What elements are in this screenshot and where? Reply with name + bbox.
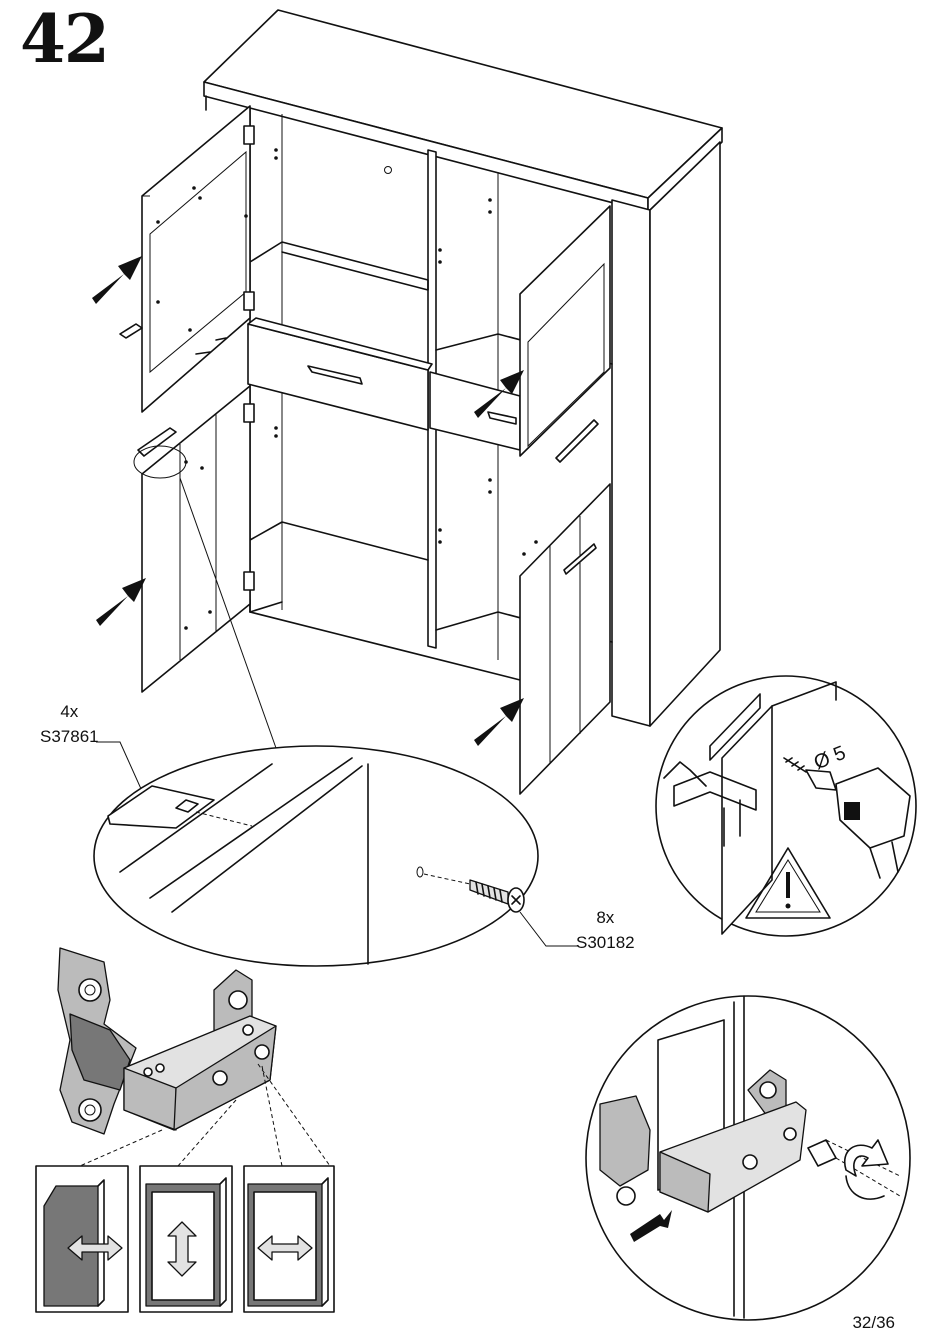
drill-detail-circle — [656, 676, 916, 936]
page-number: 32/36 — [852, 1313, 895, 1333]
part-label-S37861: 4x S37861 — [40, 700, 99, 749]
part-label-S30182: 8x S30182 — [576, 906, 635, 955]
adjust-depth-icon — [36, 1166, 128, 1312]
door-upper-left — [142, 106, 254, 412]
adjust-side-icon — [244, 1166, 334, 1312]
hinge-adjust-circle — [586, 996, 910, 1320]
part-code: S30182 — [576, 931, 635, 956]
door-lower-right — [520, 484, 610, 794]
door-handle-detail — [94, 746, 538, 966]
adjust-height-icon — [140, 1166, 232, 1312]
door-upper-right — [520, 206, 610, 462]
door-lower-left — [142, 386, 254, 692]
cabinet — [204, 10, 722, 726]
part-quantity: 8x — [576, 906, 635, 931]
part-code: S37861 — [40, 725, 99, 750]
part-quantity: 4x — [40, 700, 99, 725]
hinge-illustration — [58, 948, 330, 1166]
